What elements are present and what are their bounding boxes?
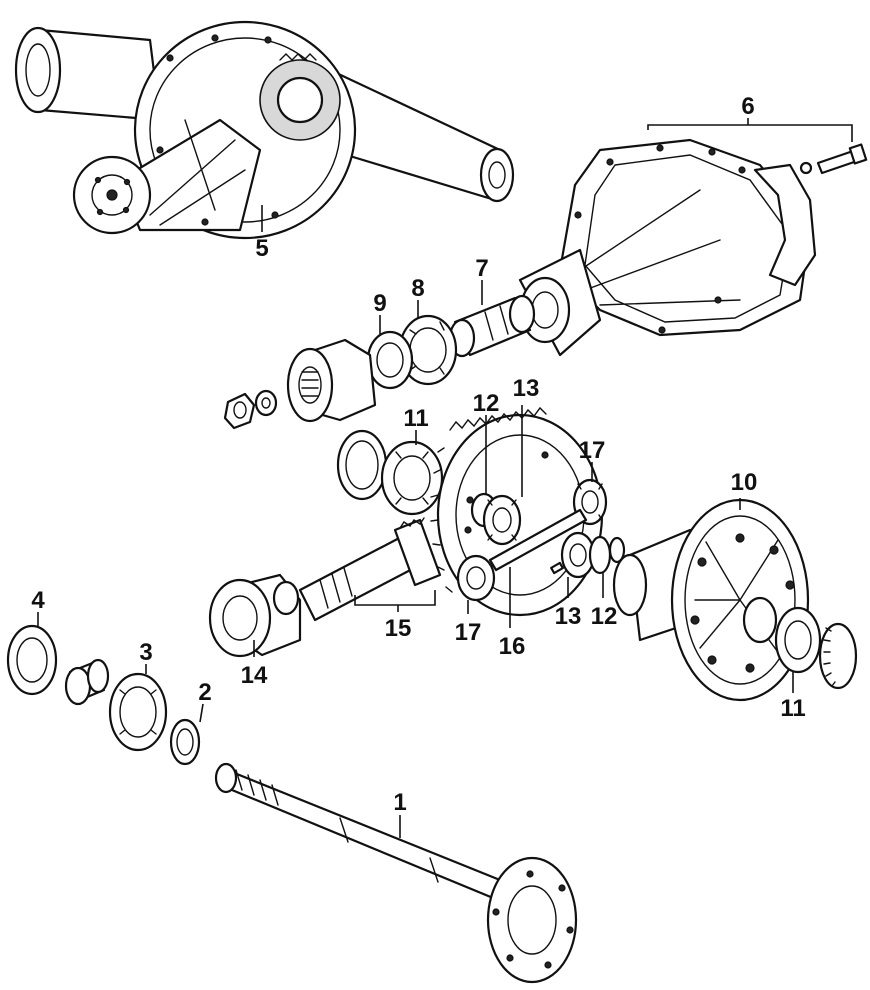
companion-flange [286,338,377,423]
part-1-axle-shaft [214,762,578,984]
callout-7: 7 [475,255,488,282]
part-11-side-bearing-right [774,606,858,693]
part-2-retainer-ring [169,703,204,766]
callout-11-left: 11 [403,405,428,432]
axle-bearing-sleeve [64,658,110,706]
part-6-carrier-case [518,118,868,357]
part-4-axle-seal [6,612,58,696]
part-9-pinion-bearing [366,315,414,390]
part-13-side-gear-bottom [560,531,596,598]
part-16-pinion-shaft [488,508,588,628]
callout-17-left: 17 [455,619,482,646]
callout-14: 14 [241,662,268,689]
callout-13-bottom: 13 [555,603,582,630]
callout-17-right: 17 [579,437,606,464]
callout-2: 2 [198,679,211,706]
callout-11-right: 11 [780,695,805,722]
callout-4: 4 [31,587,45,614]
part-11-side-bearing-left [336,429,444,516]
part-5-axle-housing [14,20,515,240]
part-14-front-pinion-bearing [208,573,302,658]
callout-1: 1 [393,789,406,816]
pinion-nut [223,392,256,430]
part-7-pinion-spacer [448,280,536,358]
callout-6: 6 [741,93,754,120]
callout-5: 5 [255,235,268,262]
part-13-side-gear-top [482,405,523,546]
callout-12-top: 12 [473,390,500,417]
part-3-axle-bearing [108,664,168,752]
callout-10: 10 [731,469,758,496]
part-10-differential-case [612,498,810,702]
callout-16: 16 [499,633,526,660]
callout-3: 3 [139,639,152,666]
part-17-pinion-gear-left [456,554,496,614]
callout-15: 15 [385,615,412,642]
callout-8: 8 [411,275,424,302]
part-15-drive-pinion [298,517,442,622]
flange-washer [254,389,278,417]
callout-13-top: 13 [513,375,540,402]
part-12-side-gear-thrust-washer-bottom [588,535,626,598]
callout-9: 9 [373,290,386,317]
callout-12-bottom: 12 [591,603,618,630]
